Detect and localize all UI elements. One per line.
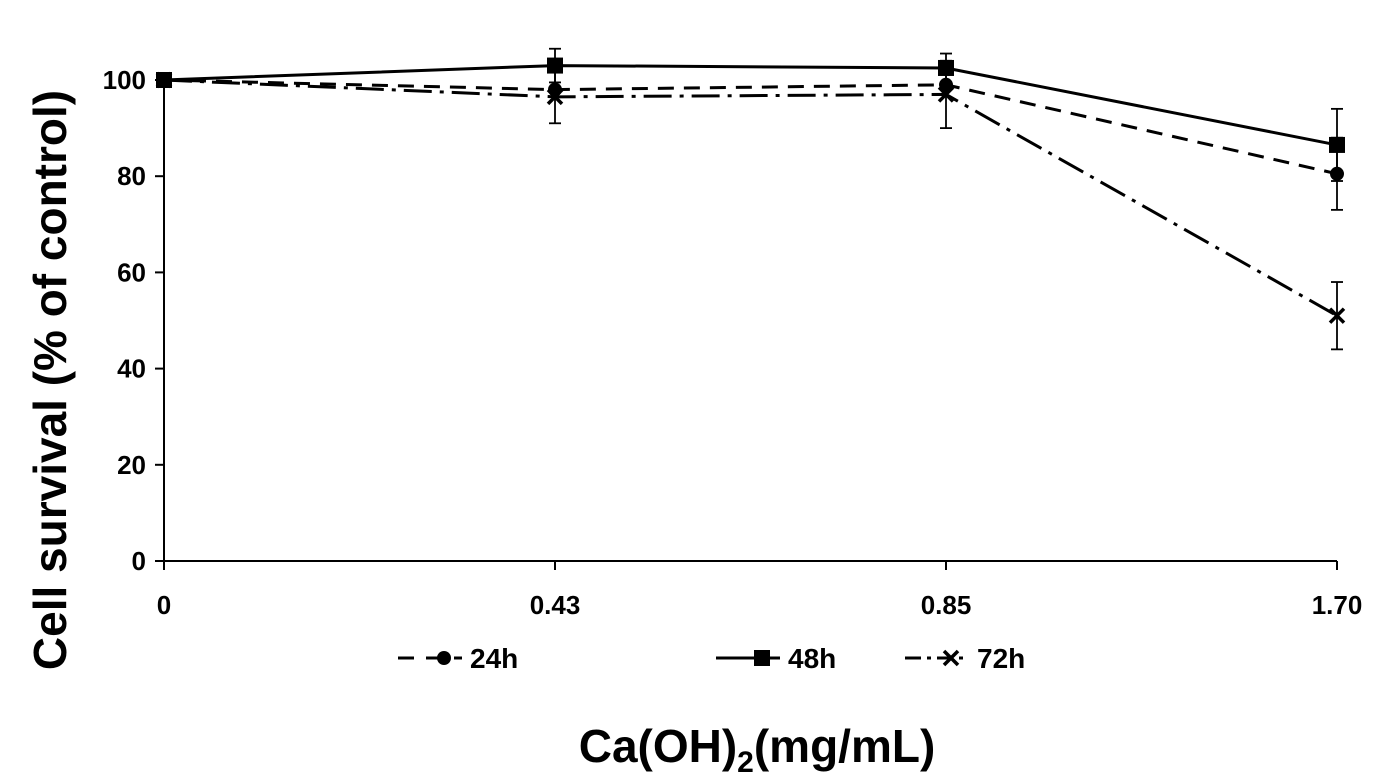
series-48h: [156, 47, 1345, 182]
data-point-72h: [155, 71, 173, 89]
x-tick-label: 0.85: [921, 590, 972, 620]
series-layer: [155, 47, 1346, 351]
x-tick-label: 0: [157, 590, 171, 620]
data-point-48h: [1329, 136, 1345, 153]
legend-item-48h: 48h: [716, 643, 836, 674]
y-tick-label: 80: [117, 161, 146, 191]
y-tick-label: 0: [132, 546, 146, 576]
x-axis-title-unit: (mg/mL): [754, 720, 935, 772]
legend-label: 48h: [788, 643, 836, 674]
x-axis-ticks: 0 0.43 0.85 1.70: [157, 561, 1363, 620]
data-point-72h: [1328, 307, 1346, 324]
x-tick-label: 1.70: [1312, 590, 1363, 620]
x-axis-title-main: Ca(OH): [579, 720, 737, 772]
x-tick-label: 0.43: [530, 590, 581, 620]
legend: 24h 48h 72h: [398, 643, 1025, 674]
x-axis-title: Ca(OH)2(mg/mL): [579, 720, 936, 776]
data-point-72h: [937, 86, 955, 103]
series-line-24h: [163, 78, 1338, 176]
y-tick-label: 20: [117, 450, 146, 480]
y-axis-ticks: 0 20 40 60 80 100: [103, 65, 164, 576]
x-axis-title-subscript: 2: [737, 746, 754, 776]
y-tick-label: 60: [117, 257, 146, 287]
legend-marker-24h: [437, 651, 451, 665]
series-line-72h: [163, 78, 1338, 317]
legend-marker-72h: [942, 649, 960, 667]
legend-label: 72h: [977, 643, 1025, 674]
y-tick-label: 40: [117, 354, 146, 384]
legend-marker-48h: [754, 650, 770, 666]
y-axis-title: Cell survival (% of control): [24, 90, 76, 670]
legend-label: 24h: [470, 643, 518, 674]
series-line-48h: [163, 64, 1338, 147]
y-tick-label: 100: [103, 65, 146, 95]
series-72h: [155, 59, 1346, 351]
legend-item-72h: 72h: [905, 643, 1025, 674]
axes: [163, 72, 1337, 562]
data-point-72h: [546, 88, 564, 106]
legend-item-24h: 24h: [398, 643, 518, 674]
series-24h: [157, 73, 1344, 211]
